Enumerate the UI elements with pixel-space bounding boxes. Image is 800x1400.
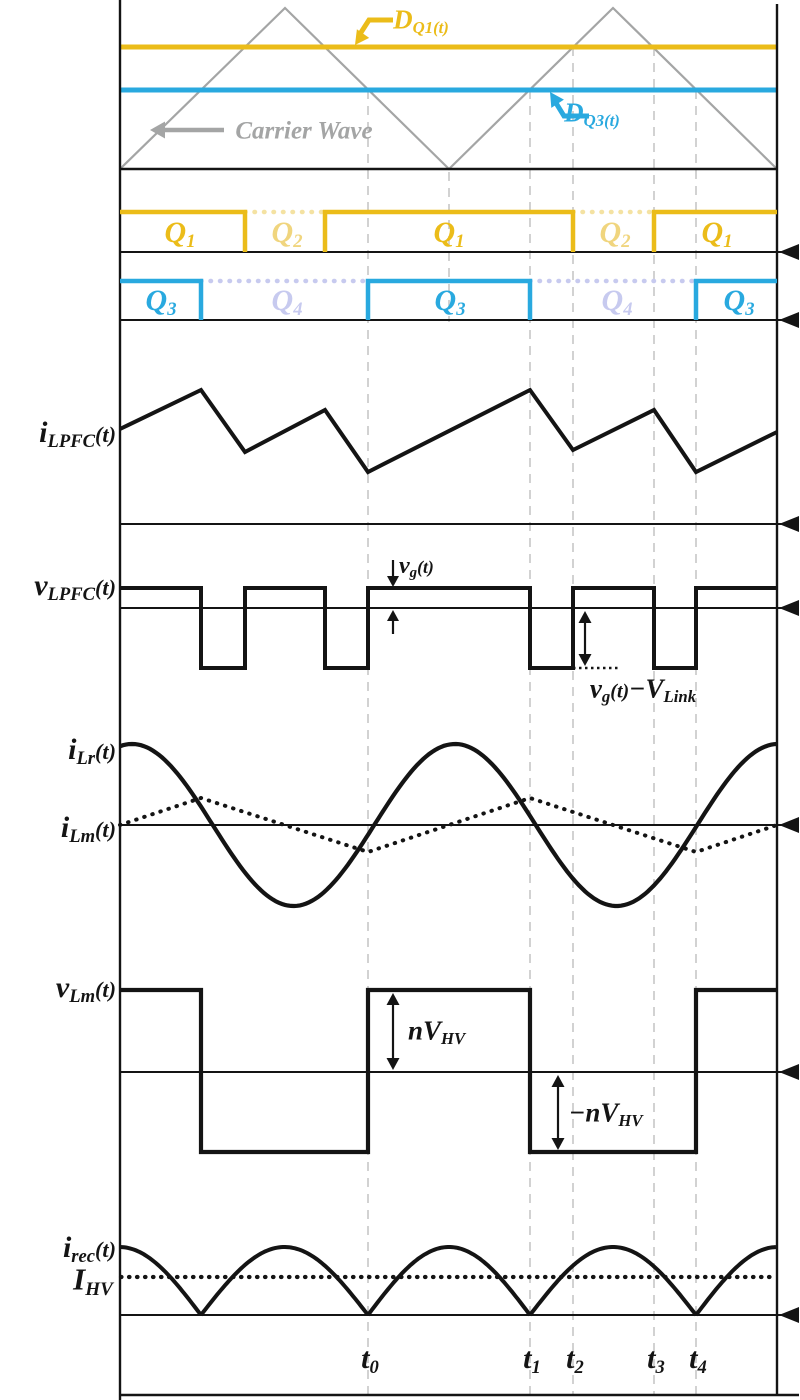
nvhv-label: nVHV: [408, 1015, 466, 1049]
i-lpfc-label: iLPFC(t): [39, 416, 116, 453]
i-lpfc-waveform: [119, 387, 778, 475]
q3-label: Q3: [434, 284, 466, 321]
carrier-arrow-head: [150, 121, 165, 139]
t2-label: t2: [566, 1342, 584, 1379]
q1-gate-waveform: [120, 209, 777, 252]
i-rec-bump: [366, 1245, 532, 1317]
i-lm-dotted-triangle: [118, 795, 779, 855]
q3-label: Q3: [723, 284, 755, 321]
carrier-wave-label: Carrier Wave: [235, 117, 373, 145]
dq1-arrow-shaft: [357, 17, 393, 36]
i-rec-bump: [694, 1245, 777, 1317]
dq3-arrow-shaft: [553, 101, 589, 119]
vg-minus-vlink-arrow-head: [578, 611, 592, 623]
vg-annotation-label: vg(t): [399, 553, 434, 582]
vg-up-arrow: [387, 610, 399, 621]
q4-label: Q4: [601, 284, 633, 321]
i-hv-label: IHV: [73, 1261, 113, 1300]
q3-label: Q3: [145, 284, 177, 321]
axis-arrow: [779, 600, 799, 616]
axis-arrow: [779, 244, 799, 260]
dq3-arrow-head: [550, 92, 564, 108]
vg-down-arrow: [387, 576, 399, 587]
i-rec-label: irec(t): [62, 1231, 116, 1268]
v-lm-label: vLm(t): [55, 971, 116, 1008]
dq1-arrow-head: [355, 29, 370, 45]
axis-arrow: [779, 516, 799, 532]
neg-nvhv-arrow-head: [551, 1075, 565, 1087]
axis-arrow: [779, 817, 799, 833]
nvhv-arrow-head: [386, 993, 400, 1005]
i-lr-label: iLr(t): [68, 733, 116, 770]
q1-label: Q1: [701, 216, 733, 253]
q1-label: Q1: [164, 216, 196, 253]
vg-minus-vlink-arrow-head: [578, 654, 592, 666]
q1-label: Q1: [433, 216, 465, 253]
t0-label: t0: [361, 1342, 379, 1379]
q3-gate-waveform: [120, 278, 777, 320]
t4-label: t4: [689, 1342, 707, 1379]
q2-label: Q2: [271, 216, 303, 253]
v-lpfc-label: vLPFC(t): [34, 569, 116, 606]
duty-q1-label: DQ1(t): [393, 4, 449, 38]
v-lpfc-waveform: [120, 586, 777, 670]
vg-minus-vlink-label: vg(t)−VLink: [589, 673, 697, 707]
axis-arrow: [779, 312, 799, 328]
axis-arrow: [779, 1307, 799, 1323]
i-rec-bump: [528, 1245, 698, 1317]
q2-label: Q2: [599, 216, 631, 253]
i-lr-sine: [119, 741, 778, 909]
nvhv-arrow-head: [386, 1058, 400, 1070]
neg-nvhv-arrow-head: [551, 1138, 565, 1150]
t3-label: t3: [647, 1342, 665, 1379]
i-rec-bump: [199, 1245, 369, 1317]
v-lm-waveform: [120, 987, 777, 1155]
neg-nvhv-label: −nVHV: [569, 1097, 643, 1131]
t1-label: t1: [523, 1342, 541, 1379]
i-lm-label: iLm(t): [60, 811, 116, 848]
q4-label: Q4: [271, 284, 303, 321]
i-rec-bump: [119, 1245, 202, 1315]
duty-q3-label: DQ3(t): [564, 97, 620, 131]
axis-arrow: [779, 1064, 799, 1080]
